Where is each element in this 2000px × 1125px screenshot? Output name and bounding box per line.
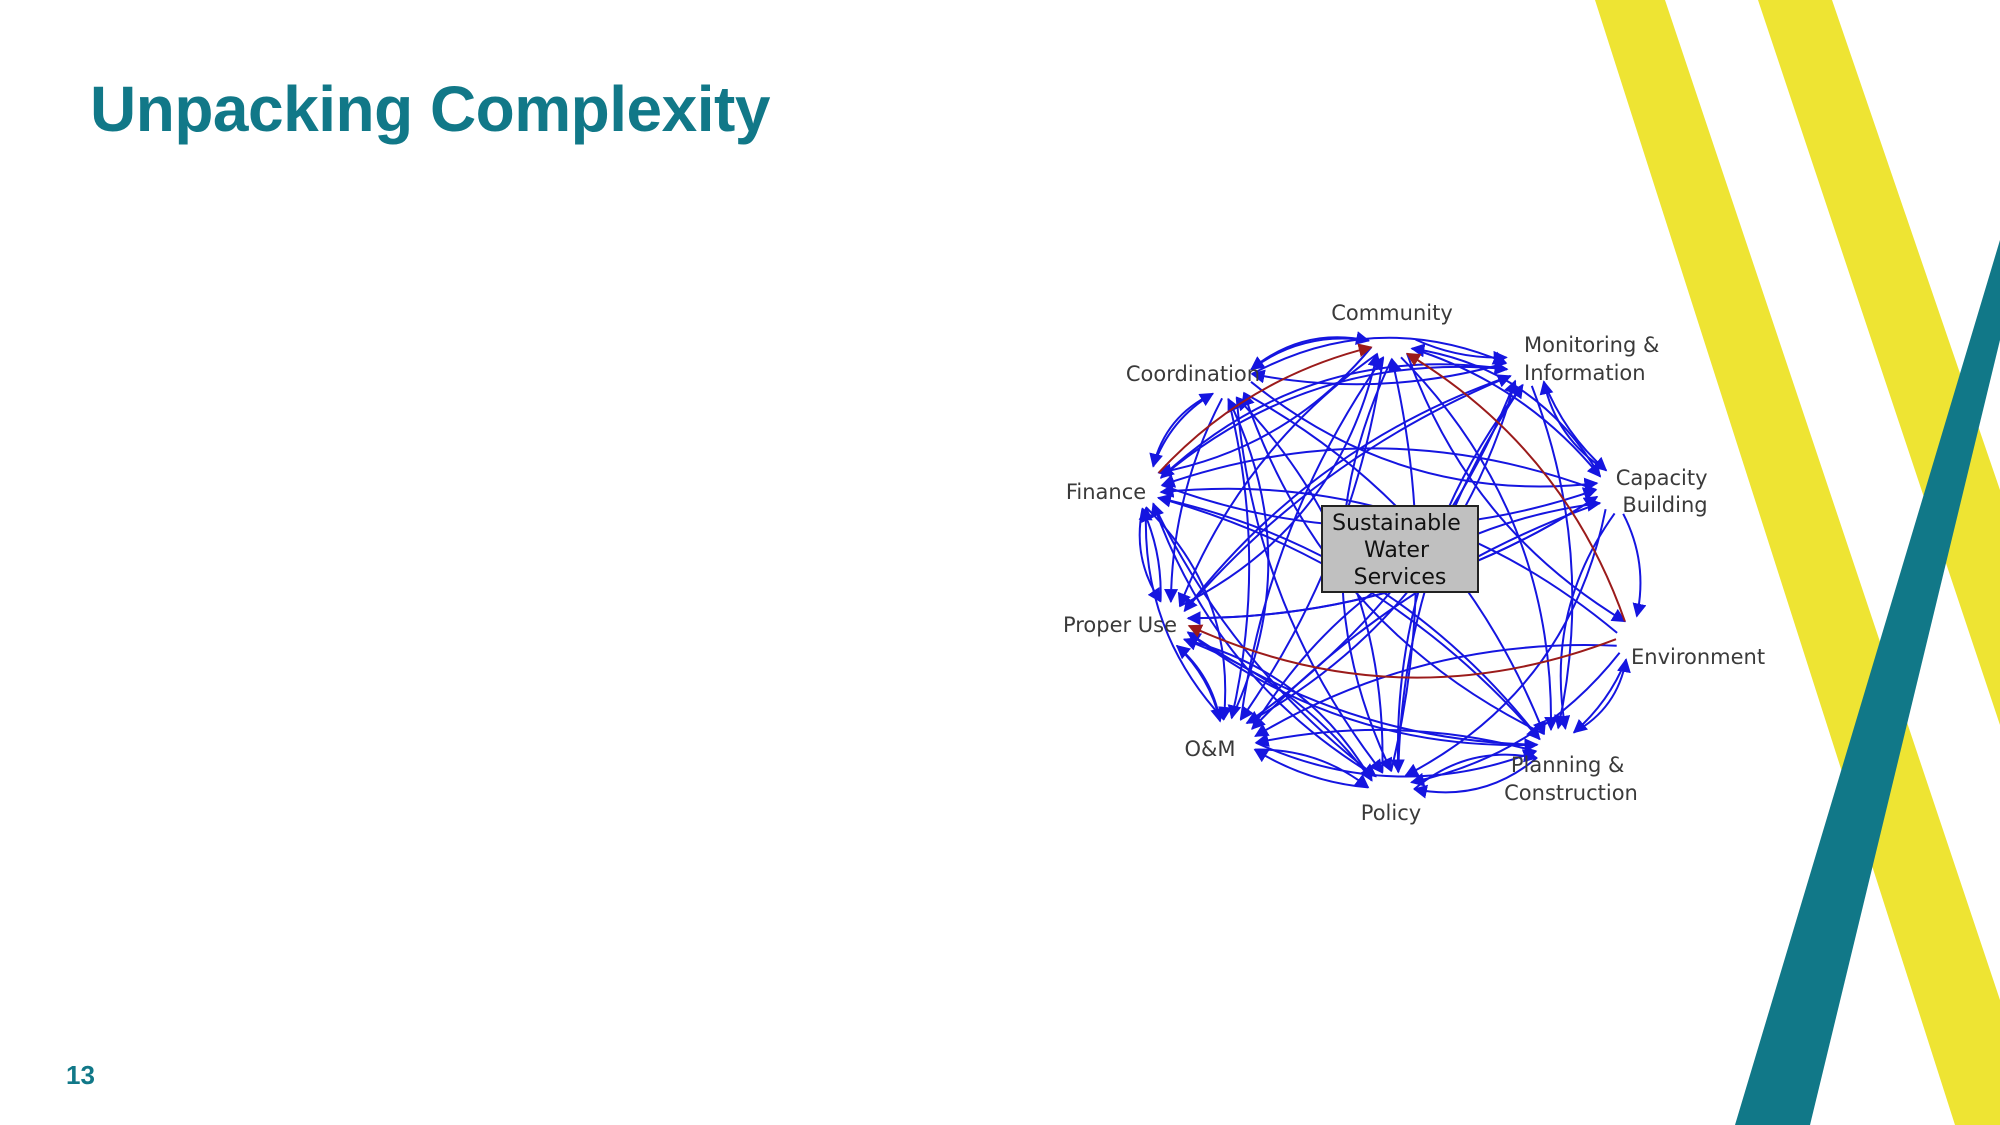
edge-coordination-to-monitoring (1251, 336, 1508, 375)
edge-coordination-to-finance (1149, 392, 1214, 468)
node-planning-label: Planning & Construction (1504, 753, 1638, 805)
edge-monitoring-to-planning (1530, 385, 1574, 730)
node-community[interactable]: Community (1331, 301, 1453, 325)
node-capacity[interactable]: Capacity Building (1616, 466, 1714, 517)
node-finance-line-1: Finance (1066, 480, 1146, 504)
edge-capacity-to-monitoring (1539, 380, 1607, 472)
node-coordination-line-1: Coordination (1126, 362, 1260, 386)
node-finance-label: Finance (1066, 480, 1146, 504)
node-monitoring[interactable]: Monitoring & Information (1524, 333, 1666, 385)
edge-planning-to-proper-use (1186, 631, 1538, 746)
edge-capacity-to-environment (1622, 513, 1647, 618)
node-finance[interactable]: Finance (1066, 480, 1146, 504)
center-line-3: Services (1354, 565, 1447, 590)
node-om-label: O&M (1184, 737, 1235, 761)
node-policy[interactable]: Policy (1361, 801, 1421, 825)
node-monitoring-line-2: Information (1524, 361, 1646, 385)
edge-monitoring-to-proper-use (1183, 375, 1511, 613)
node-capacity-line-2: Building (1622, 493, 1707, 517)
edges-layer (1140, 337, 1641, 792)
center-line-1: Sustainable (1332, 511, 1461, 536)
node-planning[interactable]: Planning & Construction (1504, 753, 1638, 805)
center-node-box (1321, 505, 1479, 593)
node-proper-use[interactable]: Proper Use (1063, 613, 1177, 637)
node-capacity-line-1: Capacity (1616, 466, 1708, 490)
teal-stripe (1735, 240, 2000, 1125)
edge-finance-to-proper-use (1138, 508, 1162, 603)
edge-planning-to-environment (1573, 658, 1631, 734)
node-om-line-1: O&M (1184, 737, 1235, 761)
node-coordination-label: Coordination (1126, 362, 1260, 386)
node-capacity-label: Capacity Building (1616, 466, 1714, 517)
node-policy-line-1: Policy (1361, 801, 1421, 825)
node-policy-label: Policy (1361, 801, 1421, 825)
node-coordination[interactable]: Coordination (1126, 362, 1260, 386)
edge-om-to-planning (1255, 741, 1538, 778)
highlight-edge-environment-to-proper-use (1187, 624, 1617, 679)
node-community-label: Community (1331, 301, 1453, 325)
edge-coordination-to-om (1227, 398, 1251, 720)
edge-community-to-finance (1157, 346, 1373, 478)
node-environment[interactable]: Environment (1631, 645, 1765, 669)
edge-planning-to-policy (1412, 757, 1538, 799)
edge-capacity-to-finance (1160, 447, 1597, 491)
center-node-label: Sustainable Water Services (1332, 511, 1468, 590)
edge-finance-to-monitoring (1160, 361, 1509, 479)
edge-capacity-to-policy (1404, 509, 1607, 777)
yellow-stripe-left (1595, 0, 2000, 1125)
node-planning-line-1: Planning & (1511, 753, 1625, 777)
edge-coordination-to-community (1250, 331, 1371, 371)
edge-environment-to-planning (1572, 659, 1628, 734)
page-number: 13 (66, 1060, 95, 1090)
edge-coordination-to-policy (1235, 397, 1384, 774)
edge-community-to-environment (1406, 353, 1627, 623)
edge-coordination-to-capacity (1250, 381, 1599, 492)
edge-om-to-community (1239, 356, 1385, 720)
edge-community-to-planning (1400, 356, 1559, 732)
center-node[interactable]: Sustainable Water Services (1321, 505, 1479, 593)
edge-proper-use-to-community (1179, 352, 1382, 607)
edge-om-to-proper-use (1175, 644, 1222, 722)
highlight-edge-environment-to-community (1405, 352, 1626, 622)
edge-proper-use-to-planning (1187, 631, 1539, 753)
edge-om-to-finance (1138, 506, 1225, 721)
slide-title: Unpacking Complexity (90, 73, 770, 145)
edge-proper-use-to-om (1176, 645, 1225, 723)
node-monitoring-label: Monitoring & Information (1524, 333, 1666, 385)
center-line-2: Water (1364, 538, 1430, 563)
node-community-line-1: Community (1331, 301, 1453, 325)
edge-policy-to-finance (1150, 502, 1377, 778)
node-proper-use-label: Proper Use (1063, 613, 1177, 637)
node-om[interactable]: O&M (1184, 737, 1235, 761)
edge-monitoring-to-capacity (1542, 381, 1608, 472)
node-proper-use-line-1: Proper Use (1063, 613, 1177, 637)
edge-coordination-to-proper-use (1164, 397, 1223, 604)
node-environment-line-1: Environment (1631, 645, 1765, 669)
edge-om-to-policy (1254, 748, 1370, 789)
edge-proper-use-to-policy (1183, 638, 1373, 782)
highlight-edge-finance-to-community (1157, 343, 1373, 474)
node-monitoring-line-1: Monitoring & (1524, 333, 1659, 357)
edge-proper-use-to-monitoring (1183, 374, 1512, 612)
node-planning-line-2: Construction (1504, 781, 1638, 805)
node-environment-label: Environment (1631, 645, 1765, 669)
